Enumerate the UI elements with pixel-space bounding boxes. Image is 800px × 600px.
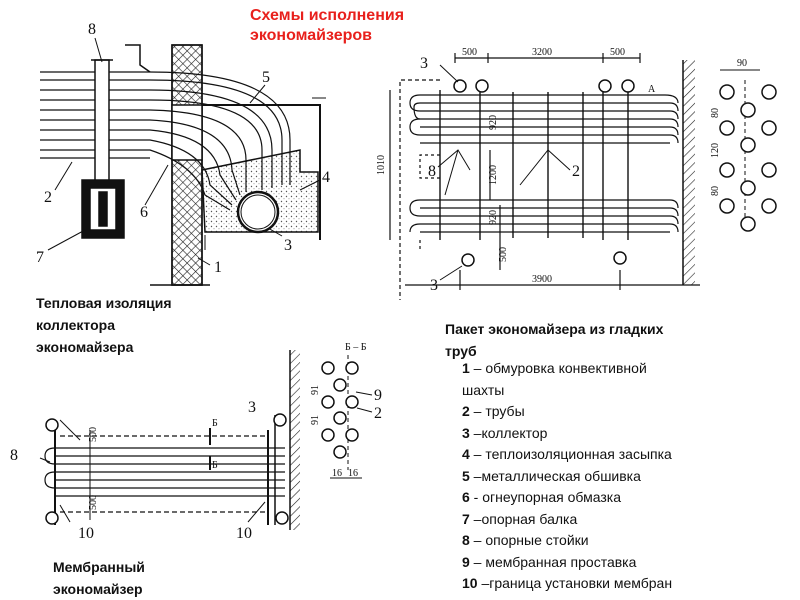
caption-smooth-tubes: Пакет экономайзера из гладких труб — [445, 321, 664, 359]
dim-91-top: 91 — [310, 385, 321, 395]
label-2: 2 — [44, 189, 52, 206]
dim-1010: 1010 — [376, 155, 387, 175]
legend-item: 2 – трубы — [462, 403, 525, 419]
wall-right — [683, 60, 695, 285]
dim-16-left: 16 — [332, 468, 342, 479]
legend-item: 6 - огнеупорная обмазка — [462, 489, 622, 505]
fig1-labels: 8 5 4 2 6 7 3 1 — [36, 21, 330, 276]
label-10-left: 10 — [78, 525, 94, 542]
label-3-top: 3 — [420, 55, 428, 72]
dim-500-right: 500 — [610, 47, 625, 58]
dim-3200: 3200 — [532, 47, 552, 58]
section-mark-b-bottom: Б — [212, 460, 218, 471]
label-2: 2 — [374, 405, 382, 422]
legend-item: 5 –металлическая обшивка — [462, 467, 641, 484]
legend-item: 10 –граница установки мембран — [462, 575, 673, 591]
dim-500-upper: 500 — [88, 427, 99, 442]
legend-item: шахты — [462, 381, 505, 398]
legend-item: 7 –опорная балка — [462, 510, 578, 527]
label-3: 3 — [248, 399, 256, 416]
dim-500-vertical: 500 — [498, 247, 509, 262]
label-3: 3 — [284, 237, 292, 254]
caption-membrane: Мембранный экономайзер — [53, 559, 145, 597]
membrane-tube-bank — [44, 447, 285, 497]
label-7: 7 — [36, 249, 44, 266]
lower-tube-bank — [409, 199, 679, 233]
section-mark-a: A — [648, 84, 656, 95]
label-6: 6 — [140, 204, 148, 221]
dim-91-bottom: 91 — [310, 415, 321, 425]
dim-90: 90 — [737, 58, 747, 69]
legend: 1 – обмуровка конвективной шахты 2 – тру… — [462, 358, 762, 595]
dim-1200: 1200 — [488, 165, 499, 185]
upper-tube-bank — [409, 94, 679, 144]
section-mark-b-top: Б — [212, 418, 218, 429]
fig3-labels: 3 8 10 10 9 2 Б – Б Б Б 500 500 91 91 16… — [10, 342, 382, 542]
dim-500-left: 500 — [462, 47, 477, 58]
fig3-cross-section — [321, 355, 373, 479]
fig2-smooth-tube-package — [389, 53, 700, 300]
label-8: 8 — [88, 21, 96, 38]
dim-3900: 3900 — [532, 274, 552, 285]
wall-membrane — [290, 350, 300, 530]
legend-item: 1 – обмуровка конвективной — [462, 360, 647, 376]
page-title: Схемы исполнения экономайзеров — [250, 7, 405, 44]
dim-80-bottom: 80 — [710, 186, 721, 196]
fig1-insulation-diagram — [40, 37, 326, 286]
fig3-membrane-diagram — [39, 350, 300, 530]
label-2: 2 — [572, 163, 580, 180]
legend-item: 4 – теплоизоляционная засыпка — [462, 446, 672, 462]
dim-920-lower: 920 — [488, 210, 499, 225]
label-3-bottom: 3 — [430, 277, 438, 294]
label-5: 5 — [262, 69, 270, 86]
label-8: 8 — [10, 447, 18, 464]
dim-80-top: 80 — [710, 108, 721, 118]
label-9: 9 — [374, 387, 382, 404]
legend-item: 9 – мембранная проставка — [462, 553, 637, 570]
fig2-cross-section — [719, 69, 777, 232]
label-1: 1 — [214, 259, 222, 276]
dim-120: 120 — [710, 143, 721, 158]
section-b-b: Б – Б — [345, 342, 367, 353]
label-10-right: 10 — [236, 525, 252, 542]
dim-16-right: 16 — [348, 468, 358, 479]
support-stand — [94, 59, 110, 186]
dim-500-lower: 500 — [88, 495, 99, 510]
label-4: 4 — [322, 169, 330, 186]
label-8: 8 — [428, 163, 436, 180]
fig2-labels: 3 8 2 3 500 3200 500 1010 1200 920 920 5… — [376, 47, 747, 294]
dim-920-upper: 920 — [488, 115, 499, 130]
legend-item: 3 –коллектор — [462, 424, 548, 441]
caption-insulation: Тепловая изоляция коллектора экономайзер… — [36, 295, 172, 355]
legend-item: 8 – опорные стойки — [462, 532, 589, 548]
